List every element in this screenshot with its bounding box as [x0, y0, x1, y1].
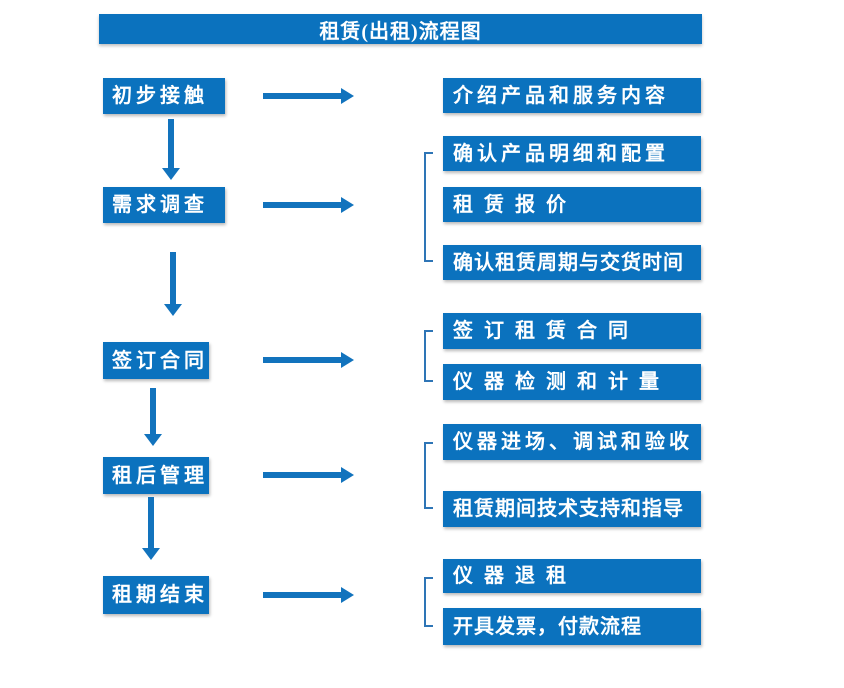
- arrow-down-4-5: [142, 497, 160, 560]
- detail-label: 仪器检测和计量: [453, 371, 670, 393]
- detail-box-instrument-test-calibration: 仪器检测和计量: [443, 364, 701, 400]
- page-title: 租赁(出租)流程图: [319, 20, 482, 43]
- arrow-down-2-3: [164, 252, 182, 316]
- arrow-down-1-2: [162, 119, 180, 180]
- detail-label: 租赁期间技术支持和指导: [453, 498, 684, 520]
- detail-label: 仪器进场、调试和验收: [453, 431, 693, 453]
- step-box-post-rental-management: 租后管理: [103, 457, 209, 494]
- detail-box-confirm-period-delivery: 确认租赁周期与交货时间: [443, 245, 701, 280]
- detail-box-instrument-return: 仪器退租: [443, 559, 701, 593]
- detail-label: 确认租赁周期与交货时间: [453, 251, 684, 274]
- bracket-group-4: [424, 442, 433, 509]
- step-box-initial-contact: 初步接触: [103, 78, 225, 114]
- title-bar: 租赁(出租)流程图: [99, 14, 702, 44]
- arrow-shaft: [263, 592, 342, 598]
- arrow-head-icon: [164, 304, 182, 316]
- arrow-right-3: [263, 352, 354, 368]
- bracket-group-5: [424, 577, 433, 627]
- arrow-head-icon: [341, 587, 354, 603]
- arrow-down-3-4: [144, 388, 162, 446]
- arrow-head-icon: [341, 467, 354, 483]
- detail-box-instrument-setup-acceptance: 仪器进场、调试和验收: [443, 424, 701, 460]
- arrow-head-icon: [341, 88, 354, 104]
- step-box-sign-contract: 签订合同: [103, 342, 209, 379]
- detail-box-introduce-products: 介绍产品和服务内容: [443, 78, 701, 113]
- detail-label: 确认产品明细和配置: [453, 142, 669, 165]
- step-box-rental-end: 租期结束: [103, 576, 209, 614]
- arrow-right-1: [263, 88, 354, 104]
- bracket-group-2: [424, 152, 433, 262]
- arrow-head-icon: [162, 168, 180, 180]
- detail-label: 开具发票，付款流程: [453, 615, 642, 638]
- arrow-head-icon: [142, 548, 160, 560]
- arrow-shaft: [148, 497, 154, 548]
- detail-box-rental-quote: 租赁报价: [443, 187, 701, 222]
- detail-box-invoice-payment: 开具发票，付款流程: [443, 608, 701, 645]
- arrow-right-5: [263, 587, 354, 603]
- arrow-right-4: [263, 467, 354, 483]
- bracket-group-3: [424, 330, 433, 382]
- arrow-head-icon: [144, 434, 162, 446]
- arrow-head-icon: [341, 352, 354, 368]
- arrow-shaft: [263, 357, 342, 363]
- arrow-shaft: [263, 472, 342, 478]
- step-label: 初步接触: [112, 85, 208, 107]
- step-box-demand-survey: 需求调查: [103, 187, 225, 223]
- arrow-shaft: [170, 252, 176, 304]
- arrow-shaft: [150, 388, 156, 434]
- detail-label: 签订租赁合同: [453, 320, 639, 342]
- arrow-shaft: [263, 202, 342, 208]
- step-label: 需求调查: [112, 194, 208, 216]
- step-label: 租期结束: [112, 584, 208, 606]
- detail-box-sign-rental-contract: 签订租赁合同: [443, 313, 701, 349]
- arrow-shaft: [263, 93, 342, 99]
- detail-label: 仪器退租: [453, 565, 577, 587]
- step-label: 租后管理: [112, 464, 208, 487]
- detail-box-tech-support-guidance: 租赁期间技术支持和指导: [443, 491, 701, 527]
- step-label: 签订合同: [112, 349, 208, 372]
- arrow-head-icon: [341, 197, 354, 213]
- arrow-shaft: [168, 119, 174, 168]
- detail-label: 介绍产品和服务内容: [453, 84, 669, 107]
- detail-box-confirm-product-config: 确认产品明细和配置: [443, 136, 701, 171]
- arrow-right-2: [263, 197, 354, 213]
- detail-label: 租赁报价: [453, 193, 577, 216]
